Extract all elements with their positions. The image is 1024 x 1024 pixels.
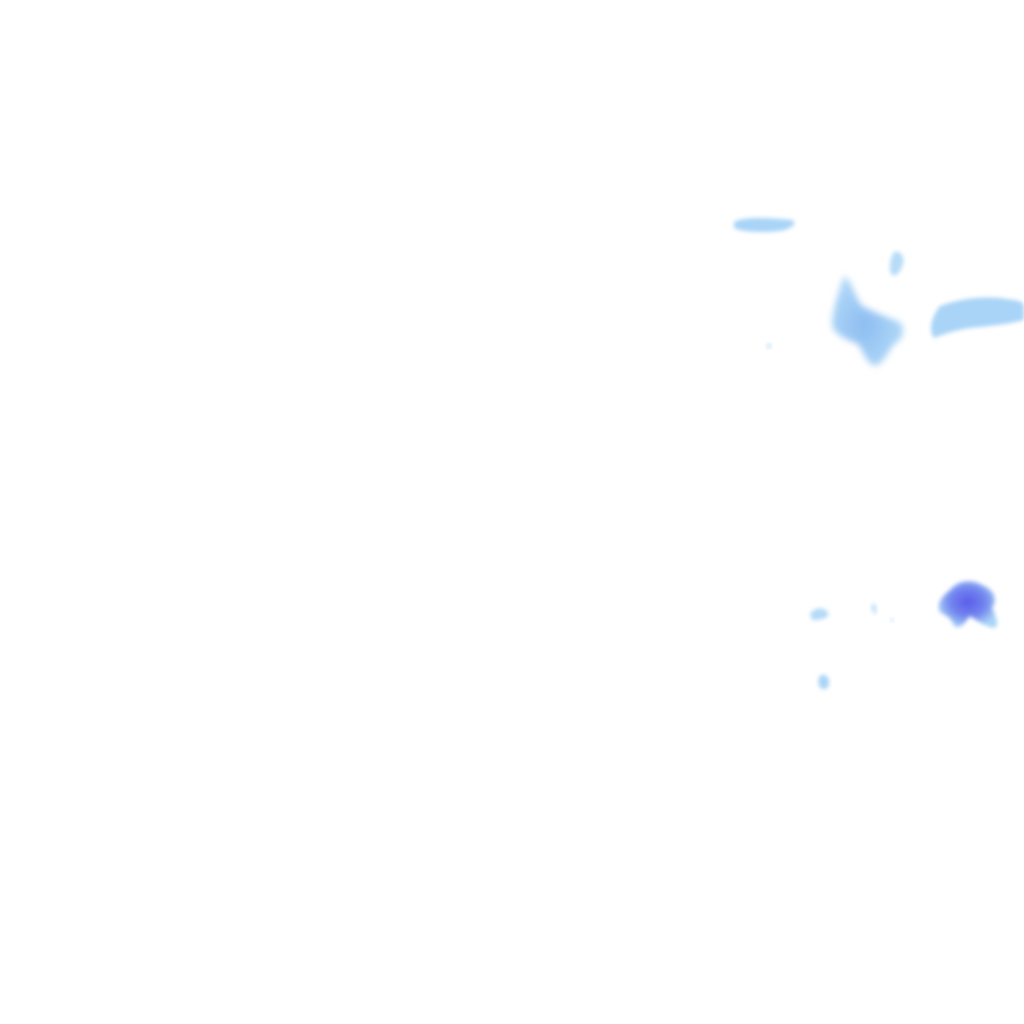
echo-streak-upper (734, 218, 795, 232)
echo-fragment-lower-mid (890, 618, 894, 622)
echo-small-upper (889, 251, 904, 276)
echo-blob-lower (818, 674, 830, 690)
echo-fragment-lower-left (810, 608, 829, 620)
echo-band-right (931, 297, 1024, 338)
echo-dot (766, 343, 772, 349)
echo-cell-center (832, 276, 904, 366)
echo-fragment-lower-mid (871, 603, 877, 614)
echo-cell-lower-right (938, 581, 998, 628)
